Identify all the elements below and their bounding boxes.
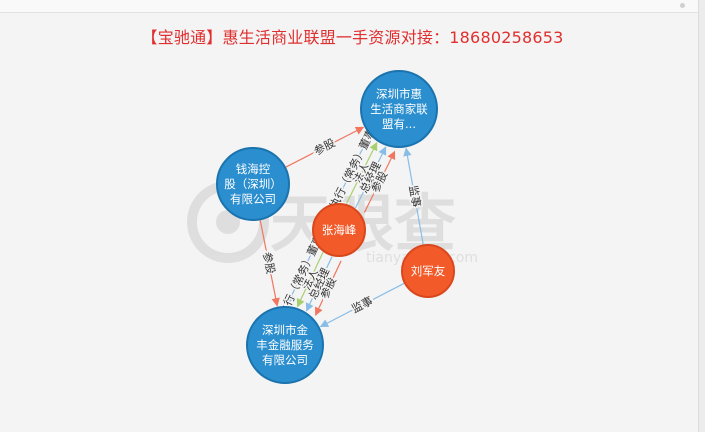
edge-line [363,150,396,213]
edge-line [287,247,315,304]
headline-ad[interactable]: 【宝驰通】惠生活商业联盟一手资源对接：18680258653 [141,28,564,47]
edge-line [314,260,342,316]
edge-line [259,220,280,307]
node-label-liujunyou[interactable]: 刘军友 [410,263,446,278]
node-label-jinfeng[interactable]: 深圳市金 丰金融服务 有限公司 [256,322,314,367]
node-label-zhanghaifeng[interactable]: 张海峰 [321,222,357,237]
node-label-huishenghuo[interactable]: 深圳市惠 生活商家联 盟有... [370,86,428,131]
window-top-bar [0,0,705,13]
edge-line [337,137,369,200]
node-label-qianhai[interactable]: 钱海控 股（深圳） 有限公司 [224,161,282,206]
edge-qianhai-jinfeng[interactable]: 参股 [259,220,280,307]
edge-line [345,141,378,204]
node-jinfeng[interactable] [246,306,324,384]
edge-label: 监事 [406,184,423,208]
corner-dot-icon [680,3,685,8]
node-layer [216,70,455,384]
edge-liujunyou-huishenghuo[interactable]: 监事 [403,147,424,245]
edge-line [285,126,365,168]
edge-line [305,256,333,312]
node-qianhai[interactable] [216,147,290,221]
edge-line [354,146,387,209]
scrollbar[interactable] [698,0,705,432]
edge-label: 参股 [260,251,278,275]
edge-line [296,252,324,308]
edge-line [403,147,424,245]
node-huishenghuo[interactable] [360,70,438,148]
node-zhanghaifeng[interactable] [312,203,366,257]
edge-label: 监事 [350,294,376,316]
node-liujunyou[interactable] [401,244,455,298]
edge-line [319,282,405,328]
edge-label: 参股 [311,135,337,158]
